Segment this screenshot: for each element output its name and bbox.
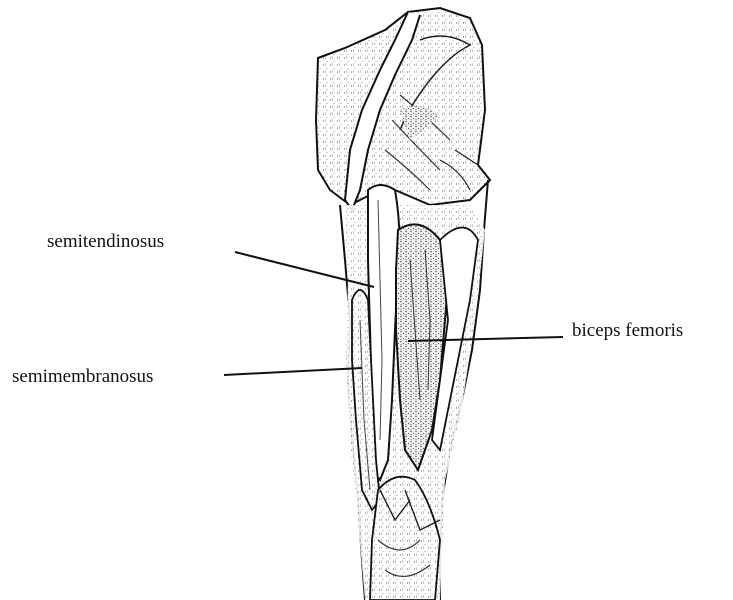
semimembranosus-leader-line	[224, 368, 362, 375]
biceps-femoris-label: biceps femoris	[572, 321, 683, 340]
semitendinosus-label: semitendinosus	[47, 232, 164, 251]
semimembranosus-label: semimembranosus	[12, 367, 153, 386]
hip-region	[316, 8, 490, 210]
